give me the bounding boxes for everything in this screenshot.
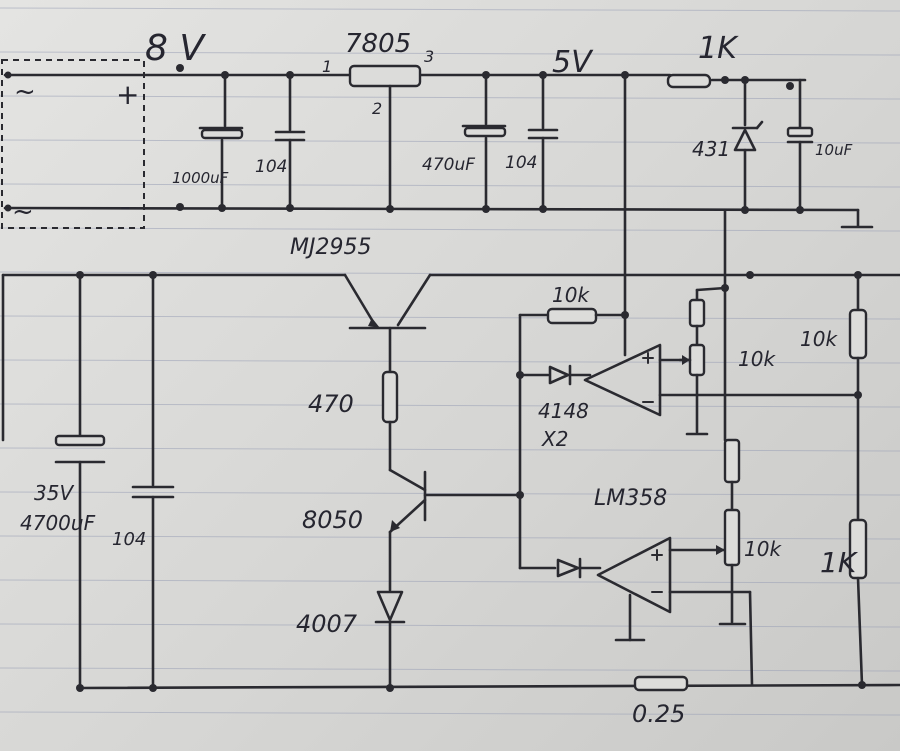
main-positive-rail (1, 273, 900, 442)
shunt-resistor (633, 590, 754, 692)
feedback-resistor-label: 10k (552, 283, 590, 307)
output-ceramic-capacitor (527, 73, 559, 212)
driver-transistor-label: 8050 (302, 506, 363, 534)
diode-label: 4007 (296, 610, 358, 638)
regulator-name-label: 7805 (345, 29, 411, 59)
reference-cap-label: 10uF (815, 141, 853, 159)
tl431-reference (731, 78, 764, 212)
ruled-line (0, 359, 900, 364)
regulator-pin1-label: 1 (322, 57, 332, 76)
input-voltage-label: 8 V (145, 28, 206, 69)
ac-label-bottom: ~ (12, 197, 34, 227)
voltage-pot-network (678, 286, 727, 436)
voltage-pot-label: 10k (738, 347, 776, 371)
ruled-line (0, 183, 900, 188)
ruled-line (0, 535, 900, 540)
feedback-network (518, 307, 627, 579)
ruled-line (0, 315, 900, 320)
reference-ic-label: 431 (692, 137, 730, 161)
main-ground-rail (76, 683, 900, 690)
main-ceramic-capacitor (131, 273, 175, 690)
ground-rail-top (3, 206, 860, 212)
junction-dots (4, 64, 866, 692)
regulator-7805 (348, 64, 422, 212)
driver-transistor-8050 (388, 468, 522, 592)
ac-label-top: ~ (14, 77, 36, 107)
main-cer-cap-label: 104 (112, 529, 146, 550)
reference-resistor-1k (666, 73, 712, 89)
pass-transistor-label: MJ2955 (290, 235, 371, 260)
base-resistor-470 (381, 370, 399, 472)
signal-diodes-label: 4148 (538, 399, 589, 423)
ground-symbol-top (840, 208, 874, 229)
ruled-line (0, 711, 900, 716)
output-voltage-label: 5V (552, 45, 594, 80)
main-cap-value-label: 4700uF (20, 511, 96, 535)
ruled-line (0, 667, 900, 672)
rectifier-plus-label: + (116, 78, 139, 111)
shunt-label: 0.25 (632, 700, 685, 728)
opamp-current-loop (596, 536, 752, 642)
rectifier-minus-label: - (120, 190, 130, 223)
ruled-line (0, 447, 900, 452)
rectifier-module-outline (1, 59, 145, 229)
base-resistor-label: 470 (308, 390, 354, 418)
regulator-pin3-label: 3 (424, 47, 434, 66)
output-bulk-capacitor (461, 73, 507, 212)
opamp-voltage-loop (583, 343, 862, 417)
divider-bottom-label: 1K (820, 546, 859, 579)
regulator-pin2-label: 2 (372, 99, 382, 118)
output-cer-cap-label: 104 (505, 153, 537, 173)
pass-transistor-mj2955 (343, 273, 432, 374)
current-pot-label: 10k (744, 537, 782, 561)
input-bulk-capacitor (198, 73, 244, 212)
opamp-label: LM358 (594, 486, 667, 511)
signal-diodes-qty-label: X2 (541, 427, 568, 451)
ruled-line (0, 95, 900, 100)
reference-capacitor-10uf (786, 78, 814, 212)
main-cap-voltage-label: 35V (34, 481, 74, 505)
output-divider (848, 273, 868, 687)
ruled-line (0, 227, 900, 232)
ruled-line (0, 51, 900, 56)
output-bulk-cap-label: 470uF (422, 155, 475, 175)
diode-4007 (374, 590, 406, 690)
ruled-line (0, 403, 900, 408)
ruled-line (0, 7, 900, 12)
ruled-line (0, 491, 900, 496)
input-ceramic-capacitor (274, 73, 306, 212)
ruled-line (0, 579, 900, 584)
current-pot-network (716, 208, 747, 626)
input-bulk-cap-label: 1000uF (172, 169, 229, 187)
input-cer-cap-label: 104 (255, 157, 287, 177)
main-bulk-capacitor (54, 273, 106, 690)
divider-top-label: 10k (800, 327, 838, 351)
reference-resistor-label: 1K (698, 31, 739, 66)
